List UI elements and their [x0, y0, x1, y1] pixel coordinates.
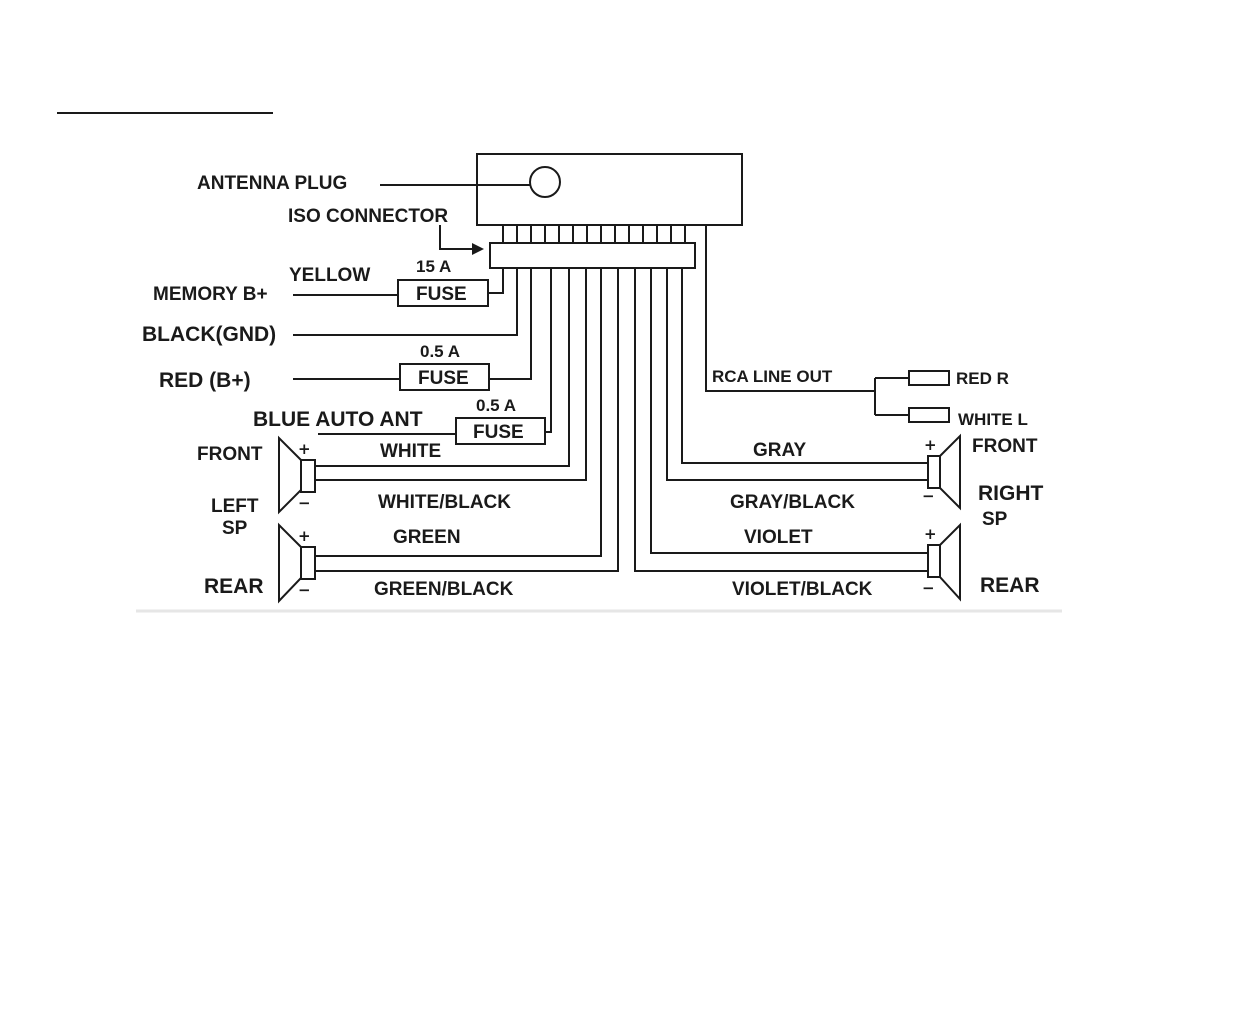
- label-right-sp-1: RIGHT: [978, 482, 1044, 505]
- label-violet: VIOLET: [744, 527, 813, 548]
- label-gray: GRAY: [753, 440, 806, 461]
- speaker-front-left-icon: [278, 435, 316, 515]
- label-yellow: YELLOW: [289, 265, 370, 286]
- label-black-gnd: BLACK(GND): [142, 323, 276, 346]
- wire-black-gnd: [293, 268, 518, 336]
- label-rca-line-out: RCA LINE OUT: [712, 367, 833, 386]
- wire-green-black: [315, 268, 619, 572]
- label-white-black: WHITE/BLACK: [378, 492, 511, 513]
- label-left-sp-1: LEFT: [211, 496, 259, 517]
- label-fuse-red-rating: 0.5 A: [420, 342, 460, 361]
- wire-red-right: [489, 268, 532, 380]
- plus-front-right: +: [924, 436, 937, 454]
- wire-white-black: [315, 268, 587, 481]
- label-front-right: FRONT: [972, 436, 1038, 457]
- arrow-right-icon: [472, 243, 484, 255]
- label-red-b: RED (B+): [159, 369, 251, 392]
- wire-blue-right: [545, 268, 552, 433]
- label-gray-black: GRAY/BLACK: [730, 492, 855, 513]
- label-violet-black: VIOLET/BLACK: [732, 579, 873, 600]
- speaker-rear-right-icon: [927, 522, 961, 602]
- label-fuse-15a-rating: 15 A: [416, 257, 451, 276]
- plus-front-left: +: [298, 440, 311, 458]
- label-antenna-plug: ANTENNA PLUG: [197, 173, 347, 194]
- label-right-sp-2: SP: [982, 509, 1008, 530]
- plus-rear-right: +: [924, 525, 937, 543]
- label-rear-left: REAR: [204, 575, 264, 598]
- rca-plug-white: [908, 407, 950, 423]
- minus-rear-right: −: [922, 579, 935, 597]
- minus-front-right: −: [922, 487, 935, 505]
- wire-green: [315, 268, 602, 557]
- iso-connector: [489, 242, 696, 269]
- label-blue-auto-ant: BLUE AUTO ANT: [253, 408, 423, 431]
- wire-violet: [650, 268, 928, 554]
- wire-white: [315, 268, 570, 467]
- speaker-rear-left-icon: [278, 522, 316, 604]
- antenna-socket-icon: [529, 166, 561, 198]
- label-front-left: FRONT: [197, 444, 263, 465]
- head-unit: [476, 153, 743, 226]
- label-red-r: RED R: [956, 369, 1009, 388]
- wire-rca: [705, 225, 875, 392]
- wire-gray-black: [666, 268, 928, 481]
- label-white: WHITE: [380, 441, 441, 462]
- label-fuse-red: FUSE: [418, 368, 469, 389]
- wire-yellow-right: [488, 268, 504, 294]
- wire-gray: [681, 268, 928, 464]
- iso-arrow-line: [439, 225, 474, 250]
- plus-rear-left: +: [298, 527, 311, 545]
- minus-rear-left: −: [298, 581, 311, 599]
- rca-plug-red: [908, 370, 950, 386]
- label-white-l: WHITE L: [958, 410, 1028, 429]
- label-iso-connector: ISO CONNECTOR: [288, 206, 448, 227]
- label-fuse-blue-rating: 0.5 A: [476, 396, 516, 415]
- label-memory-b: MEMORY B+: [153, 284, 268, 305]
- label-fuse-15a: FUSE: [416, 284, 467, 305]
- label-fuse-blue: FUSE: [473, 422, 524, 443]
- fuse-red: [399, 363, 490, 391]
- label-green-black: GREEN/BLACK: [374, 579, 514, 600]
- minus-front-left: −: [298, 494, 311, 512]
- wire-violet-black: [634, 268, 928, 572]
- label-left-sp-2: SP: [222, 518, 248, 539]
- speaker-front-right-icon: [927, 433, 961, 511]
- label-green: GREEN: [393, 527, 461, 548]
- iso-connector-pins: [502, 225, 686, 243]
- label-rear-right: REAR: [980, 574, 1040, 597]
